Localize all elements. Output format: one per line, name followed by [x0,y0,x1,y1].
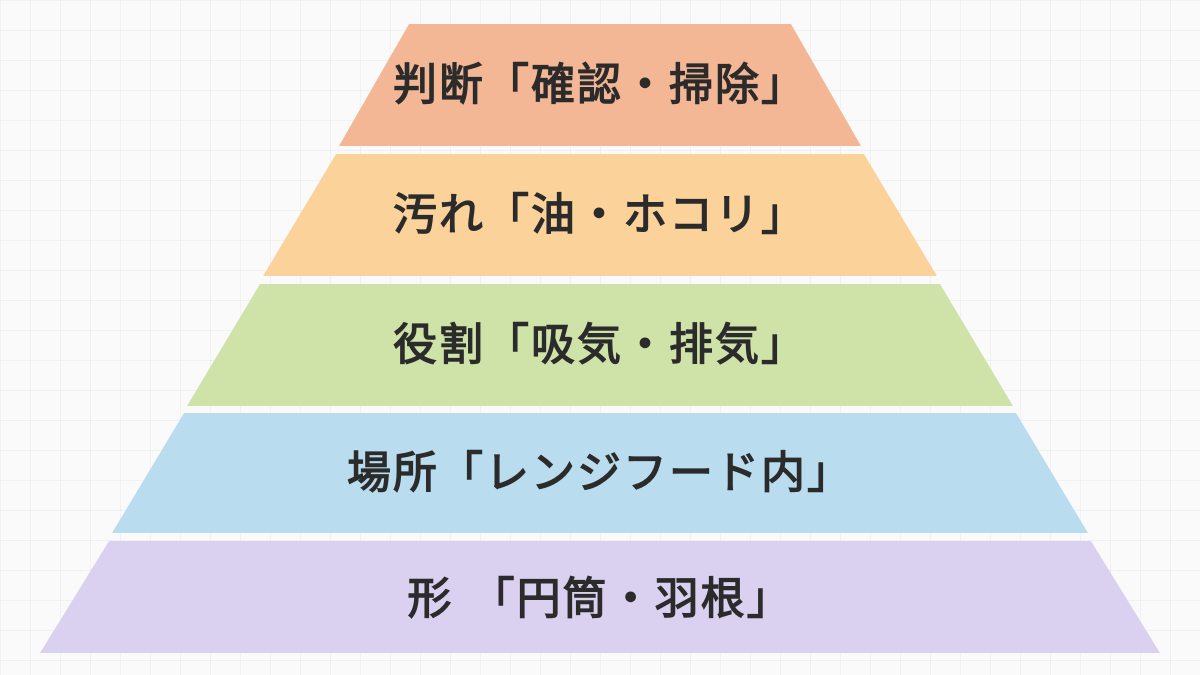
tier-dirt: 汚れ「油・ホコリ」 [263,154,937,276]
tier-role-shape [187,284,1013,406]
tier-dirt-label: 汚れ「油・ホコリ」 [393,190,807,241]
tier-shape-form-shape [40,541,1160,653]
tier-judgment: 判断「確認・掃除」 [339,24,861,146]
tier-role: 役割「吸気・排気」 [187,284,1013,406]
tier-judgment-shape [339,24,861,146]
tier-location: 場所「レンジフード内」 [112,413,1088,533]
tier-location-label: 場所「レンジフード内」 [347,448,853,499]
tier-shape-form: 形 「円筒・羽根」 [40,541,1160,653]
tier-judgment-label: 判断「確認・掃除」 [393,60,807,111]
tier-role-label: 役割「吸気・排気」 [393,320,807,371]
tier-shape-form-label: 形 「円筒・羽根」 [407,574,792,625]
tier-dirt-shape [263,154,937,276]
tier-location-shape [112,413,1088,533]
